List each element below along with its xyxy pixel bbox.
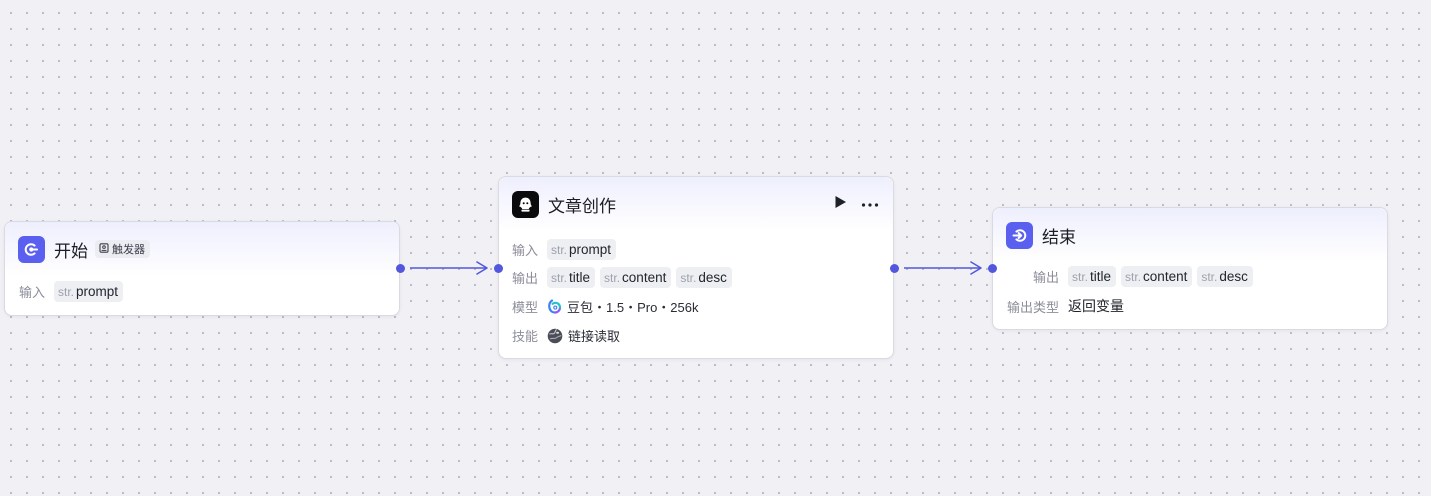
- end-node[interactable]: 结束 输出 str. title str. content str. desc …: [992, 207, 1388, 330]
- var-type: str.: [1201, 270, 1218, 284]
- var-name: content: [1143, 269, 1188, 284]
- doubao-model-icon: [547, 299, 562, 314]
- article-input-label: 输入: [512, 243, 539, 258]
- var-type: str.: [680, 271, 697, 285]
- end-output-var[interactable]: str. content: [1121, 266, 1193, 287]
- edge-article-to-end[interactable]: [904, 261, 982, 275]
- var-name: prompt: [76, 284, 119, 299]
- var-name: desc: [1219, 269, 1248, 284]
- article-input-port[interactable]: [494, 264, 503, 273]
- article-output-var[interactable]: str. title: [547, 267, 596, 288]
- start-input-label: 输入: [19, 285, 46, 300]
- article-model-label: 模型: [512, 300, 539, 315]
- end-node-header: 结束: [993, 208, 1387, 262]
- var-name: prompt: [569, 242, 612, 257]
- var-type: str.: [58, 285, 75, 299]
- var-name: content: [622, 270, 667, 285]
- article-input-var[interactable]: str. prompt: [547, 239, 617, 260]
- var-type: str.: [1072, 270, 1089, 284]
- end-node-title: 结束: [1042, 227, 1076, 247]
- play-icon[interactable]: [834, 195, 847, 214]
- var-type: str.: [551, 271, 568, 285]
- start-input-row: 输入 str. prompt: [19, 281, 128, 302]
- end-input-port[interactable]: [988, 264, 997, 273]
- start-node-header: 开始 触发器: [5, 222, 399, 276]
- edge-start-to-article[interactable]: [410, 261, 488, 275]
- var-name: desc: [698, 270, 727, 285]
- article-output-port[interactable]: [890, 264, 899, 273]
- article-output-row: 输出 str. title str. content str. desc: [512, 267, 737, 288]
- start-node-icon: [18, 235, 45, 263]
- article-model-value[interactable]: 豆包・1.5・Pro・256k: [567, 300, 699, 315]
- more-icon[interactable]: [861, 195, 879, 213]
- article-output-label: 输出: [512, 271, 539, 286]
- end-node-icon: [1006, 221, 1033, 249]
- article-node-title: 文章创作: [548, 196, 616, 216]
- start-input-var[interactable]: str. prompt: [54, 281, 124, 302]
- end-output-var[interactable]: str. desc: [1197, 266, 1253, 287]
- article-writer-icon: [512, 190, 539, 218]
- var-type: str.: [551, 243, 568, 257]
- link-reader-icon: [547, 328, 563, 344]
- article-skill-value[interactable]: 链接读取: [568, 329, 621, 344]
- end-output-var[interactable]: str. title: [1068, 266, 1117, 287]
- end-output-type-row: 输出类型 返回变量: [1007, 296, 1124, 316]
- article-skill-row: 技能 链接读取: [512, 326, 620, 345]
- trigger-label: 触发器: [112, 244, 145, 256]
- var-name: title: [1090, 269, 1112, 284]
- article-skill-label: 技能: [512, 329, 539, 344]
- article-node-actions: [834, 177, 879, 231]
- trigger-icon: [99, 242, 109, 256]
- article-output-var[interactable]: str. content: [600, 267, 672, 288]
- start-output-port[interactable]: [396, 264, 405, 273]
- article-node-header: 文章创作: [499, 177, 893, 231]
- var-type: str.: [604, 271, 621, 285]
- article-model-row: 模型 豆包・1.5・Pro・256k: [512, 297, 699, 316]
- start-node[interactable]: 开始 触发器 输入 str. prompt: [4, 221, 400, 316]
- end-output-type-label: 输出类型: [1007, 299, 1060, 315]
- article-input-row: 输入 str. prompt: [512, 239, 621, 260]
- trigger-badge[interactable]: 触发器: [95, 240, 150, 258]
- article-output-var[interactable]: str. desc: [676, 267, 732, 288]
- end-output-row: 输出 str. title str. content str. desc: [1033, 266, 1258, 287]
- article-node[interactable]: 文章创作 输入 str. prompt: [498, 176, 894, 359]
- var-name: title: [569, 270, 591, 285]
- end-output-label: 输出: [1033, 270, 1060, 285]
- var-type: str.: [1125, 270, 1142, 284]
- end-output-type-value[interactable]: 返回变量: [1068, 298, 1124, 314]
- start-node-title: 开始: [54, 241, 88, 261]
